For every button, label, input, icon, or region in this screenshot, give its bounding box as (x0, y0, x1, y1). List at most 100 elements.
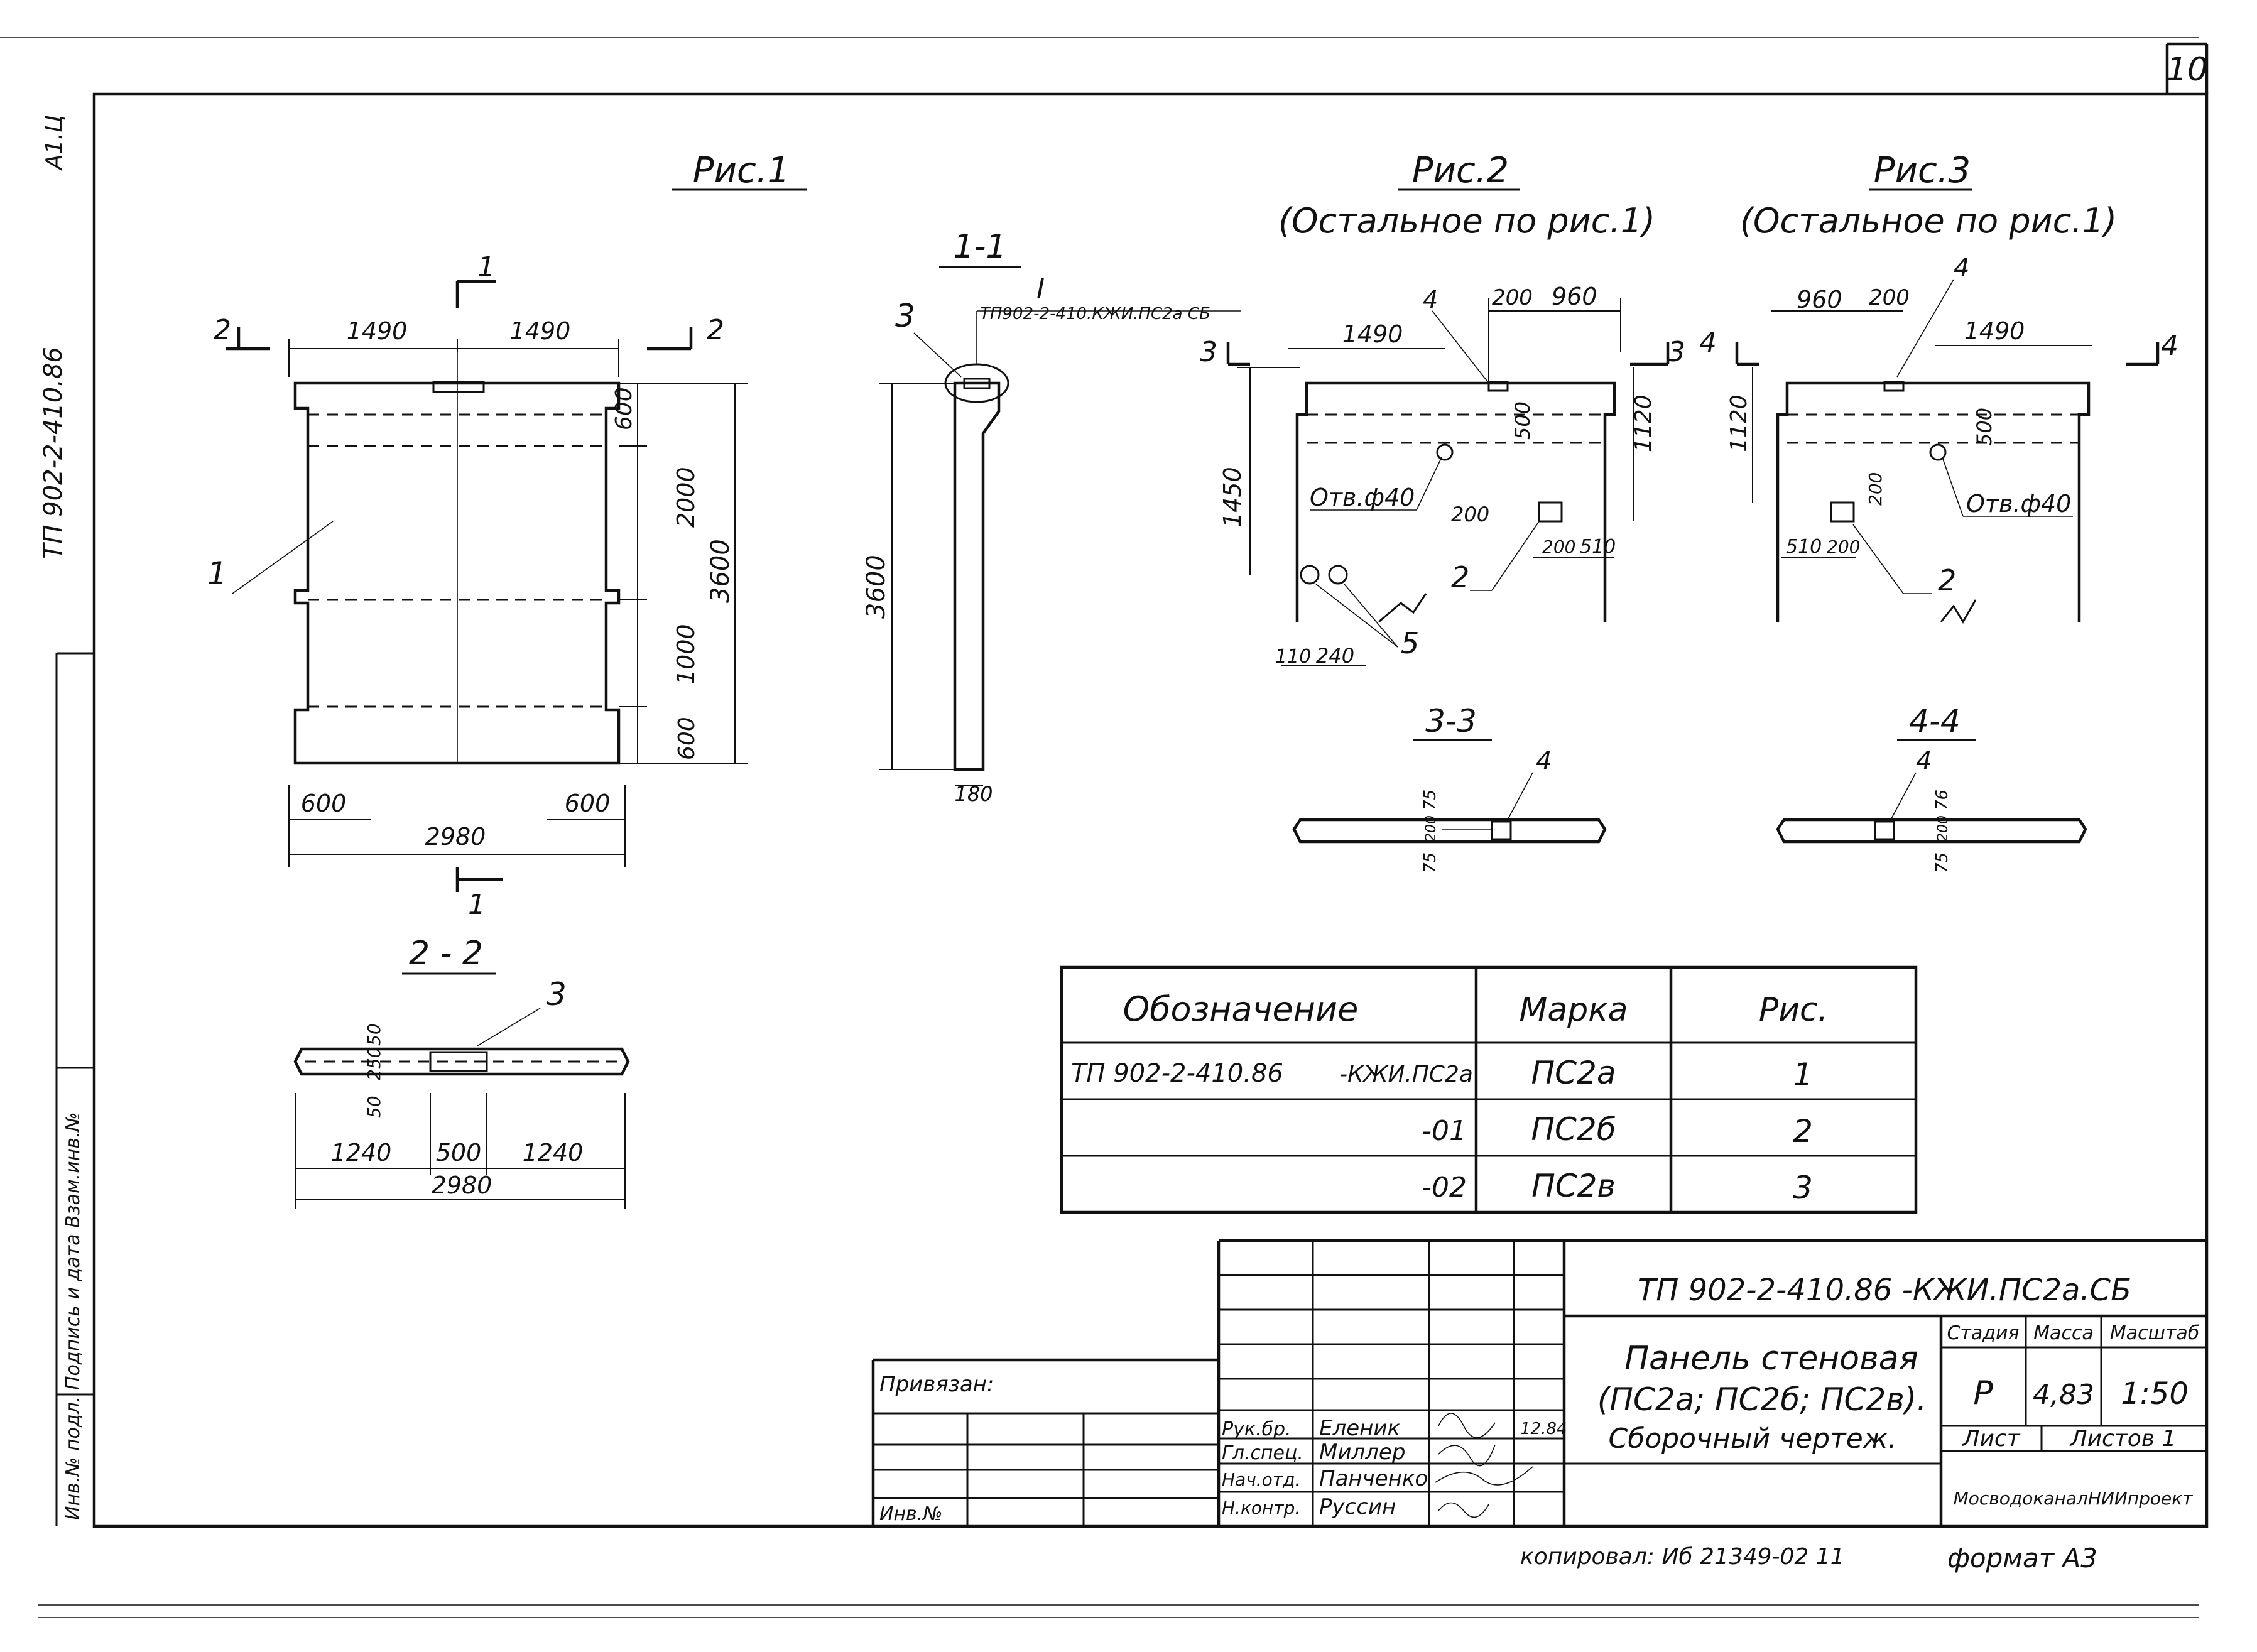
table-header-mark: Марка (1519, 991, 1628, 1029)
sec11-title: 1-1 (954, 228, 1007, 266)
sec22-v3: 50 (364, 1095, 384, 1118)
title-name-1: Панель стеновая (1624, 1340, 1918, 1378)
fig2-sec3-left: 3 (1200, 336, 1217, 368)
side-format: А1.Ц (41, 115, 67, 171)
title-stage-h: Стадия (1947, 1322, 2019, 1344)
sec44-item-4: 4 (1916, 747, 1932, 776)
title-sheets-h: Листов 1 (2069, 1426, 2177, 1452)
fig2-dim-4: 4 (1423, 286, 1438, 313)
sec22-b3: 1240 (523, 1139, 584, 1166)
fig2-dim-1450: 1450 (1219, 467, 1246, 528)
person-3-name: Панченко (1319, 1466, 1428, 1491)
fig3-title: Рис.3 (1874, 150, 1971, 191)
sec33-d3: 75 (1421, 852, 1440, 873)
fig3: Рис.3 (Остальное по рис.1) 960 200 4 149… (1699, 150, 2178, 624)
fig1-dim-b1: 600 (301, 790, 347, 817)
fig3-dim-1120: 1120 (1726, 394, 1752, 452)
spec-table: Обозначение Марка Рис. ТП 902-2-410.86 -… (1060, 965, 1918, 1214)
fig1-item-1: 1 (207, 555, 227, 592)
person-4-name: Руссин (1319, 1494, 1396, 1519)
sec44-title: 4-4 (1909, 703, 1961, 739)
fig3-dim-960: 960 (1797, 286, 1842, 313)
fig1-dim-top-right: 1490 (510, 317, 571, 345)
title-bound: Привязан: (879, 1372, 994, 1397)
fig3-item-2: 2 (1938, 563, 1956, 597)
fig1-sec1-top: 1 (477, 251, 495, 283)
title-doc-code: ТП 902-2-410.86 -КЖИ.ПС2а.СБ (1638, 1273, 2131, 1308)
fig3-hole: Отв.ф40 (1966, 490, 2071, 518)
fig2-sec3-right: 3 (1668, 336, 1685, 368)
title-name-2: (ПС2а; ПС2б; ПС2в). (1597, 1381, 1927, 1418)
sec44-d2: 200 (1935, 815, 1951, 842)
sec22-b1: 1240 (331, 1139, 392, 1166)
sheet-format: формат А3 (1947, 1543, 2097, 1573)
fig1-dim-r4: 600 (674, 717, 700, 760)
fig2-dim-200b: 200 (1451, 503, 1489, 526)
title-stage: Р (1973, 1374, 1993, 1412)
person-1-name: Еленик (1319, 1416, 1400, 1441)
sec44-d1: 76 (1933, 790, 1952, 810)
fig3-dim-200: 200 (1869, 285, 1910, 310)
table-row1-suffix: -КЖИ.ПС2а (1339, 1062, 1473, 1087)
fig2-hole: Отв.ф40 (1310, 484, 1415, 511)
fig2-dim-1490: 1490 (1342, 320, 1403, 348)
fig1-dim-top-left: 1490 (347, 317, 408, 345)
person-3-role: Нач.отд. (1222, 1469, 1300, 1490)
person-1-date: 12.84 (1520, 1420, 1567, 1438)
table-row1-mark: ПС2а (1531, 1055, 1616, 1091)
section-4-4: 4-4 4 76 200 75 (1776, 703, 2087, 873)
title-org: МосводоканалНИИпроект (1954, 1488, 2194, 1509)
title-mass-h: Масса (2033, 1322, 2094, 1344)
sec22-b4: 2980 (432, 1171, 492, 1199)
fig3-dim-200c: 200 (1827, 536, 1860, 557)
table-row1-fig: 1 (1793, 1057, 1813, 1093)
section-2-2: 2 - 2 3 50 250 50 1240 500 1240 2980 (293, 935, 630, 1209)
fig2-subtitle: (Остальное по рис.1) (1278, 201, 1655, 241)
fig2: Рис.2 (Остальное по рис.1) 1490 4 200 96… (1200, 150, 1685, 668)
title-sheet-h: Лист (1961, 1426, 2020, 1452)
table-row3-fig: 3 (1793, 1170, 1813, 1206)
section-1-1: 1-1 I ТП902-2-410.КЖИ.ПС2а СБ 3 3600 180 (862, 228, 1241, 806)
signatures (1435, 1413, 1533, 1518)
fig1: Рис.1 1490 1490 2 2 1 1 600 2000 (207, 150, 807, 921)
title-name-3: Сборочный чертеж. (1608, 1423, 1896, 1455)
fig2-title: Рис.2 (1412, 150, 1509, 191)
person-2-role: Гл.спец. (1222, 1442, 1303, 1464)
copied-by: копировал: Иб 21349-02 11 (1520, 1544, 1845, 1570)
fig2-dim-960: 960 (1552, 283, 1597, 310)
sec11-node-ref: ТП902-2-410.КЖИ.ПС2а СБ (980, 305, 1210, 323)
title-mass: 4,83 (2033, 1379, 2094, 1411)
person-1-role: Рук.бр. (1222, 1418, 1292, 1440)
fig3-dim-200b: 200 (1865, 472, 1886, 506)
table-header-fig: Рис. (1759, 991, 1828, 1029)
sec33-title: 3-3 (1425, 703, 1477, 739)
sheet-number: 10 (2167, 51, 2208, 89)
fig3-item-4: 4 (1954, 254, 1969, 283)
fig2-dim-110: 110 (1275, 646, 1311, 668)
sheet-frame (0, 37, 2209, 1618)
sec33-d1: 75 (1421, 790, 1440, 810)
person-2-name: Миллер (1319, 1440, 1405, 1465)
sec11-dim-thick: 180 (954, 782, 993, 806)
table-row2-fig: 2 (1793, 1113, 1813, 1149)
table-row3-mark: ПС2в (1531, 1168, 1616, 1204)
fig1-dim-r3: 1000 (672, 624, 700, 685)
fig2-dim-1120: 1120 (1631, 394, 1656, 452)
fig1-sec2-right: 2 (707, 314, 724, 346)
fig2-dim-200: 200 (1492, 285, 1533, 310)
fig1-dim-b3: 2980 (425, 823, 486, 850)
fig2-dim-510: 510 (1580, 536, 1616, 558)
sec22-b2: 500 (436, 1139, 482, 1166)
fig2-item-2: 2 (1451, 560, 1469, 594)
sec22-v2: 250 (364, 1047, 384, 1080)
fig3-dim-500: 500 (1972, 408, 1996, 446)
fig1-dim-b2: 600 (565, 790, 611, 817)
fig3-sec4-right: 4 (2161, 330, 2178, 362)
title-scale-h: Масштаб (2110, 1322, 2200, 1344)
title-scale: 1:50 (2121, 1376, 2189, 1411)
sec11-dim-height: 3600 (862, 555, 891, 619)
fig1-dim-r2: 2000 (672, 467, 700, 528)
fig3-subtitle: (Остальное по рис.1) (1740, 201, 2117, 241)
person-4-role: Н.контр. (1222, 1497, 1300, 1518)
table-row2-suffix: -01 (1422, 1115, 1467, 1147)
